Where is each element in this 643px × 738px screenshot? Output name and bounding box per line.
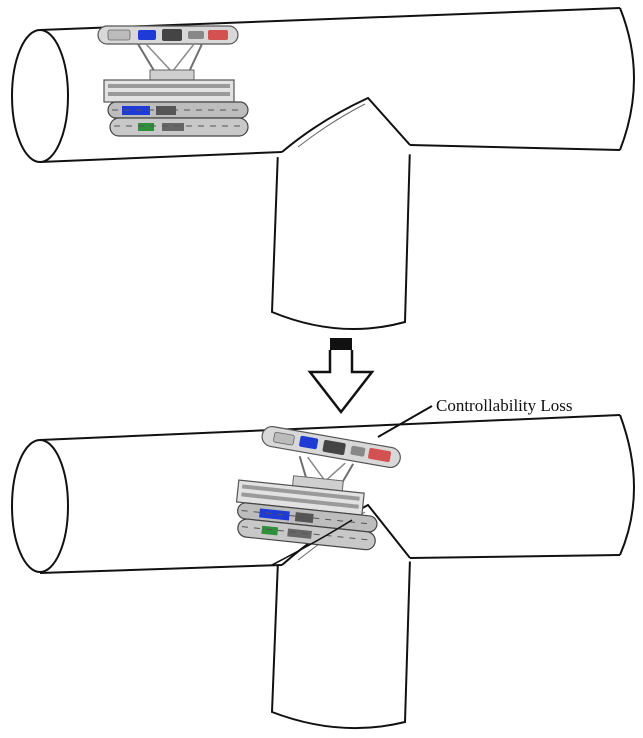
annotation-leader-line [377, 405, 433, 438]
in-pipe-robot-top [97, 25, 249, 137]
down-arrow-icon [307, 338, 375, 415]
pipe-t-junction-bottom [11, 414, 635, 730]
in-pipe-robot-bottom [235, 425, 401, 566]
controllability-loss-label: Controllability Loss [436, 396, 572, 415]
pipe-t-junction-top [11, 7, 635, 331]
